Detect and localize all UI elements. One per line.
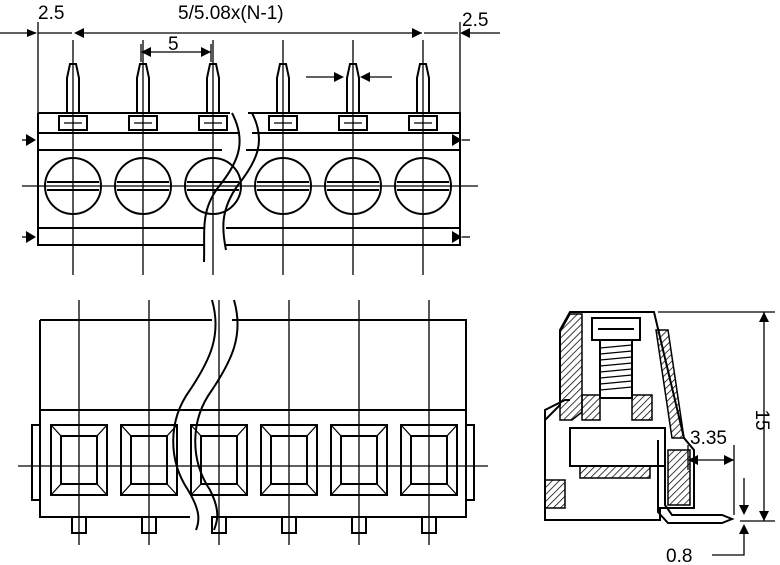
dim-pitch-label: 5 xyxy=(168,34,179,55)
thread-line xyxy=(599,362,633,367)
dim-pitch-arrow-right xyxy=(201,47,211,57)
top-dimensions: 2.5 5/5.08x(N-1) 2.5 5 xyxy=(0,3,500,82)
dim-edge-right-label: 2.5 xyxy=(462,10,488,31)
window-bevel xyxy=(50,483,62,496)
window-bevel xyxy=(236,424,248,437)
dim-pitch-formula-arrow xyxy=(412,28,422,38)
side-clamp-left xyxy=(581,394,601,421)
front-body-outline xyxy=(39,319,467,518)
dim-offset-arrow-right xyxy=(724,455,734,465)
dim-left-arrow-head xyxy=(74,28,84,38)
window-bevel xyxy=(50,424,62,437)
dim-pitch-arrow-left xyxy=(141,47,151,57)
front-pin xyxy=(211,516,227,534)
pin-width-arrow-right xyxy=(360,72,370,82)
thread-line xyxy=(599,386,633,391)
window-bevel xyxy=(306,424,318,437)
top-body-outline xyxy=(37,112,461,246)
top-right-arrow-upper-head xyxy=(452,134,462,146)
dim-height-arrow-bottom xyxy=(759,511,769,521)
side-screw-threads xyxy=(599,344,633,391)
dim-pitch-formula-label: 5/5.08x(N-1) xyxy=(178,3,284,24)
pin-width-arrow-left xyxy=(334,72,344,82)
side-left-wall-section xyxy=(559,313,583,421)
side-bent-pin xyxy=(657,440,735,524)
window-bevel xyxy=(306,483,318,496)
window-bevel xyxy=(120,424,132,437)
front-pin xyxy=(351,516,367,534)
front-pin-row xyxy=(71,300,437,545)
dim-thickness-arrow-bottom xyxy=(739,524,749,534)
dim-offset-label: 3.35 xyxy=(690,428,727,449)
window-bevel xyxy=(260,483,272,496)
side-right-wall-section xyxy=(655,329,685,439)
window-row xyxy=(50,424,458,496)
dim-right-arrow-head xyxy=(460,28,470,38)
side-left-step xyxy=(544,399,570,420)
window-bevel xyxy=(166,424,178,437)
window-bevel xyxy=(166,483,178,496)
top-left-arrow-lower-head xyxy=(26,231,36,243)
window-bevel xyxy=(190,483,202,496)
top-break-line xyxy=(203,112,241,263)
window-bevel xyxy=(330,424,342,437)
front-pin xyxy=(141,516,157,534)
thread-line xyxy=(599,380,633,385)
window-bevel xyxy=(96,483,108,496)
thread-line xyxy=(599,350,633,355)
dim-offset-arrow-left xyxy=(688,455,698,465)
thread-line xyxy=(599,368,633,373)
dim-height-arrow-top xyxy=(759,312,769,322)
front-pin xyxy=(71,516,87,534)
front-side-notch-right xyxy=(466,424,475,501)
top-right-arrow-lower-head xyxy=(452,231,462,243)
side-clamp-plate xyxy=(579,465,651,479)
dim-height-label: 15 xyxy=(751,409,772,430)
window-bevel xyxy=(190,424,202,437)
dim-thickness-label: 0.8 xyxy=(666,546,692,565)
front-side-notch-left xyxy=(31,424,40,501)
window-bevel xyxy=(120,483,132,496)
front-pin xyxy=(421,516,437,534)
top-break-line-2 xyxy=(222,112,260,251)
window-bevel xyxy=(376,483,388,496)
side-clamp-right xyxy=(631,394,653,421)
window-bevel xyxy=(376,424,388,437)
window-bevel xyxy=(446,483,458,496)
side-right-lower-section xyxy=(667,449,691,506)
top-view xyxy=(22,22,478,275)
dim-thickness-arrow-top xyxy=(739,505,749,515)
top-left-arrow-upper-head xyxy=(26,134,36,146)
side-wire-entry xyxy=(569,427,666,467)
window-bevel xyxy=(236,483,248,496)
thread-line xyxy=(599,374,633,379)
window-bevel xyxy=(400,424,412,437)
window-bevel xyxy=(446,424,458,437)
thread-line xyxy=(599,356,633,361)
window-bevel xyxy=(260,424,272,437)
side-left-foot-section xyxy=(544,479,566,509)
window-bevel xyxy=(330,483,342,496)
window-bevel xyxy=(400,483,412,496)
front-pin xyxy=(281,516,297,534)
window-bevel xyxy=(96,424,108,437)
side-view: 15 3.35 0.8 xyxy=(544,311,775,565)
dim-edge-left-label: 2.5 xyxy=(38,3,64,24)
thread-line xyxy=(599,344,633,349)
dim-thickness-leader xyxy=(712,534,745,556)
front-view xyxy=(18,299,488,545)
top-pin-row xyxy=(58,40,438,275)
